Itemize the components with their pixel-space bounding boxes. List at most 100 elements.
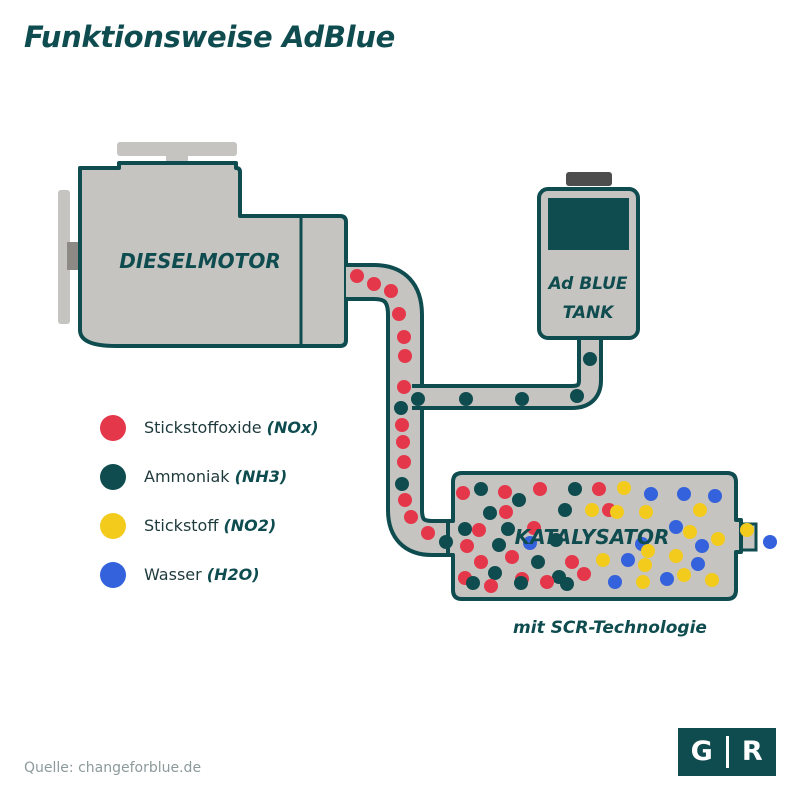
legend-formula: (H2O) bbox=[206, 565, 260, 584]
nh3-molecule bbox=[560, 577, 574, 591]
catalyst: KATALYSATOR mit SCR-Technologie bbox=[446, 471, 743, 638]
n2-molecule bbox=[610, 505, 624, 519]
nox-molecule bbox=[398, 493, 412, 507]
nox-molecule bbox=[499, 505, 513, 519]
nox-molecule bbox=[384, 284, 398, 298]
legend-label: Ammoniak bbox=[144, 467, 230, 486]
nh3-molecule bbox=[488, 566, 502, 580]
nox-dot-icon bbox=[100, 415, 126, 441]
n2-molecule bbox=[683, 525, 697, 539]
page-title: Funktionsweise AdBlue bbox=[24, 20, 396, 54]
h2o-molecule bbox=[691, 557, 705, 571]
nh3-dot-icon bbox=[100, 464, 126, 490]
n2-molecule bbox=[638, 558, 652, 572]
nh3-molecule bbox=[515, 392, 529, 406]
nox-molecule bbox=[456, 486, 470, 500]
logo-divider bbox=[725, 736, 729, 768]
nh3-molecule bbox=[474, 482, 488, 496]
nh3-molecule bbox=[459, 392, 473, 406]
h2o-molecule bbox=[695, 539, 709, 553]
nh3-molecule bbox=[394, 401, 408, 415]
nox-molecule bbox=[398, 349, 412, 363]
engine-body bbox=[78, 161, 348, 348]
nox-molecule bbox=[404, 510, 418, 524]
nox-molecule bbox=[565, 555, 579, 569]
nh3-molecule bbox=[583, 352, 597, 366]
nox-molecule bbox=[397, 455, 411, 469]
nh3-molecule bbox=[466, 576, 480, 590]
tank-label-line1: Ad BLUE bbox=[547, 274, 628, 294]
legend-label: Stickstoff bbox=[144, 516, 219, 535]
h2o-molecule bbox=[660, 572, 674, 586]
n2-molecule bbox=[705, 573, 719, 587]
nh3-molecule bbox=[531, 555, 545, 569]
nh3-molecule bbox=[395, 477, 409, 491]
tank-label-line2: TANK bbox=[563, 303, 616, 323]
nh3-molecule bbox=[549, 533, 563, 547]
h2o-molecule bbox=[523, 536, 537, 550]
h2o-molecule bbox=[644, 487, 658, 501]
adblue-pipe bbox=[405, 330, 603, 410]
nox-molecule bbox=[350, 269, 364, 283]
n2-molecule bbox=[585, 503, 599, 517]
legend-formula: (NOx) bbox=[266, 418, 319, 437]
legend-label: Stickstoffoxide bbox=[144, 418, 262, 437]
n2-molecule bbox=[711, 532, 725, 546]
nox-molecule bbox=[460, 539, 474, 553]
n2-molecule bbox=[693, 503, 707, 517]
nox-molecule bbox=[367, 277, 381, 291]
n2-molecule bbox=[617, 481, 631, 495]
n2-molecule bbox=[669, 549, 683, 563]
nh3-molecule bbox=[514, 576, 528, 590]
nox-molecule bbox=[540, 575, 554, 589]
nox-molecule bbox=[421, 526, 435, 540]
h2o-molecule bbox=[608, 575, 622, 589]
nh3-molecule bbox=[492, 538, 506, 552]
h2o-molecule bbox=[708, 489, 722, 503]
pipe-molecules bbox=[350, 269, 777, 549]
nh3-molecule bbox=[458, 522, 472, 536]
nox-molecule bbox=[527, 521, 541, 535]
h2o-molecule bbox=[677, 487, 691, 501]
h2o-molecule bbox=[621, 553, 635, 567]
n2-molecule bbox=[596, 553, 610, 567]
nox-molecule bbox=[592, 482, 606, 496]
nh3-molecule bbox=[570, 389, 584, 403]
n2-molecule bbox=[639, 505, 653, 519]
engine-top-bar bbox=[117, 142, 237, 156]
tank-fill bbox=[548, 198, 629, 250]
h2o-molecule bbox=[763, 535, 777, 549]
catalyst-label: KATALYSATOR bbox=[515, 525, 670, 549]
nh3-molecule bbox=[568, 482, 582, 496]
nox-molecule bbox=[392, 307, 406, 321]
gr-logo: G R bbox=[678, 728, 776, 776]
legend-label: Wasser bbox=[144, 565, 202, 584]
logo-letter-left: G bbox=[690, 736, 713, 767]
nox-molecule bbox=[533, 482, 547, 496]
nox-molecule bbox=[474, 555, 488, 569]
catalyst-caption: mit SCR-Technologie bbox=[513, 618, 707, 638]
nox-molecule bbox=[577, 567, 591, 581]
nox-molecule bbox=[472, 523, 486, 537]
logo-letter-right: R bbox=[741, 736, 763, 767]
nh3-molecule bbox=[512, 493, 526, 507]
nox-molecule bbox=[396, 435, 410, 449]
nh3-molecule bbox=[411, 392, 425, 406]
n2-molecule bbox=[636, 575, 650, 589]
nox-molecule bbox=[395, 418, 409, 432]
tank-cap bbox=[566, 172, 612, 186]
nox-molecule bbox=[397, 380, 411, 394]
h2o-dot-icon bbox=[100, 562, 126, 588]
catalyst-molecules bbox=[456, 481, 725, 593]
legend-formula: (NO2) bbox=[223, 516, 277, 535]
nox-molecule bbox=[505, 550, 519, 564]
legend-formula: (NH3) bbox=[234, 467, 288, 486]
n2-molecule bbox=[641, 544, 655, 558]
engine-side-plate bbox=[58, 190, 70, 324]
nh3-molecule bbox=[483, 506, 497, 520]
nh3-molecule bbox=[439, 535, 453, 549]
nh3-molecule bbox=[558, 503, 572, 517]
nh3-molecule bbox=[501, 522, 515, 536]
adblue-tank: Ad BLUE TANK bbox=[537, 172, 640, 340]
